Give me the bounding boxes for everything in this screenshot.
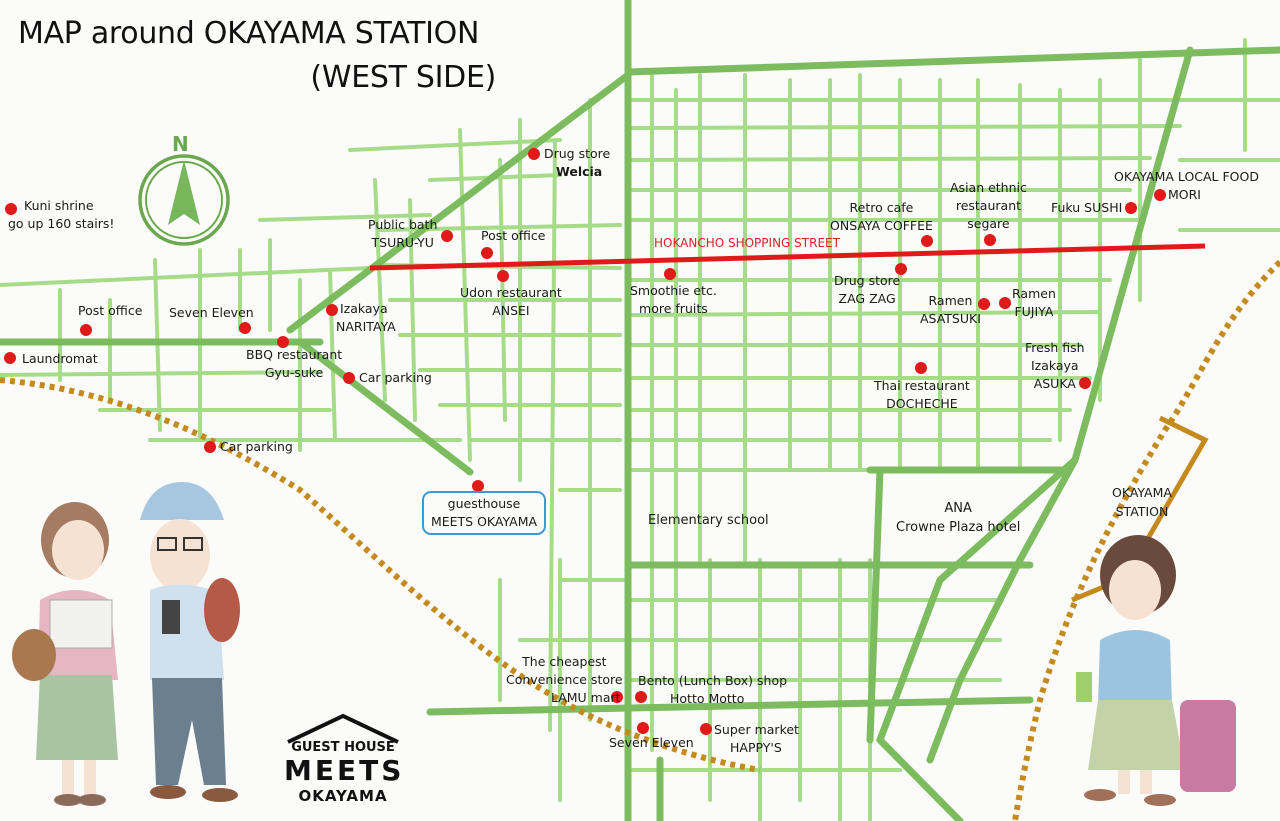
- poi-dot-asian-ethnic[interactable]: [984, 234, 996, 246]
- logo-line2: MEETS: [284, 754, 405, 787]
- poi-dot-post-office-2[interactable]: [80, 324, 92, 336]
- poi-dot-izakaya-naritaya[interactable]: [326, 304, 338, 316]
- poi-dot-public-bath[interactable]: [441, 230, 453, 242]
- poi-dot-bbq[interactable]: [277, 336, 289, 348]
- poi-dot-post-office-1[interactable]: [481, 247, 493, 259]
- poi-dot-bento[interactable]: [635, 691, 647, 703]
- poi-dot-smoothie[interactable]: [664, 268, 676, 280]
- poi-label-car-parking-1[interactable]: Car parking: [359, 370, 432, 385]
- poi-label-seven-eleven-1[interactable]: Seven Eleven: [169, 305, 254, 320]
- poi-label-post-office-2[interactable]: Post office: [78, 303, 143, 318]
- poi-dot-laundromat[interactable]: [4, 352, 16, 364]
- place-elementary-school[interactable]: Elementary school: [648, 513, 769, 528]
- map-title-line1: MAP around OKAYAMA STATION: [18, 16, 480, 51]
- poi-dot-seven-eleven-1[interactable]: [239, 322, 251, 334]
- poi-label-laundromat[interactable]: Laundromat: [22, 351, 98, 366]
- poi-dot-udon[interactable]: [497, 270, 509, 282]
- poi-label-smoothie[interactable]: Smoothie etc.more fruits: [630, 283, 717, 316]
- poi-dot-ramen-fujiya[interactable]: [999, 297, 1011, 309]
- poi-dot-drugstore-welcia[interactable]: [528, 148, 540, 160]
- shopping-street-label: HOKANCHO SHOPPING STREET: [654, 236, 840, 250]
- poi-dot-thai[interactable]: [915, 362, 927, 374]
- poi-dot-happys[interactable]: [700, 723, 712, 735]
- poi-dot-car-parking-1[interactable]: [343, 372, 355, 384]
- poi-dot-fresh-fish[interactable]: [1079, 377, 1091, 389]
- poi-dot-retro-cafe[interactable]: [921, 235, 933, 247]
- poi-label-seven-eleven-2[interactable]: Seven Eleven: [609, 735, 694, 750]
- logo-line1: GUEST HOUSE: [291, 740, 395, 755]
- north-label: N: [172, 132, 189, 156]
- guest-house-logo: GUEST HOUSE MEETS OKAYAMA: [284, 714, 402, 805]
- poi-dot-ramen-asatsuki[interactable]: [978, 298, 990, 310]
- poi-dot-kuni-shrine[interactable]: [5, 203, 17, 215]
- poi-dot-car-parking-2[interactable]: [204, 441, 216, 453]
- poi-dot-seven-eleven-2[interactable]: [637, 722, 649, 734]
- map-title-line2: (WEST SIDE): [310, 60, 496, 95]
- logo-line3: OKAYAMA: [298, 787, 388, 805]
- poi-label-fuku-sushi[interactable]: Fuku SUSHI: [1051, 200, 1123, 215]
- guesthouse-highlight-box: [422, 491, 546, 535]
- poi-label-post-office-1[interactable]: Post office: [481, 228, 546, 243]
- poi-dot-guesthouse[interactable]: [472, 480, 484, 492]
- map-title: MAP around OKAYAMA STATION (WEST SIDE): [18, 12, 496, 100]
- poi-label-car-parking-2[interactable]: Car parking: [220, 439, 293, 454]
- poi-dot-okayama-local-food[interactable]: [1154, 189, 1166, 201]
- poi-dot-fuku-sushi[interactable]: [1125, 202, 1137, 214]
- poi-dot-drugstore-zagzag[interactable]: [895, 263, 907, 275]
- poi-dot-lamu-mart[interactable]: [611, 691, 623, 703]
